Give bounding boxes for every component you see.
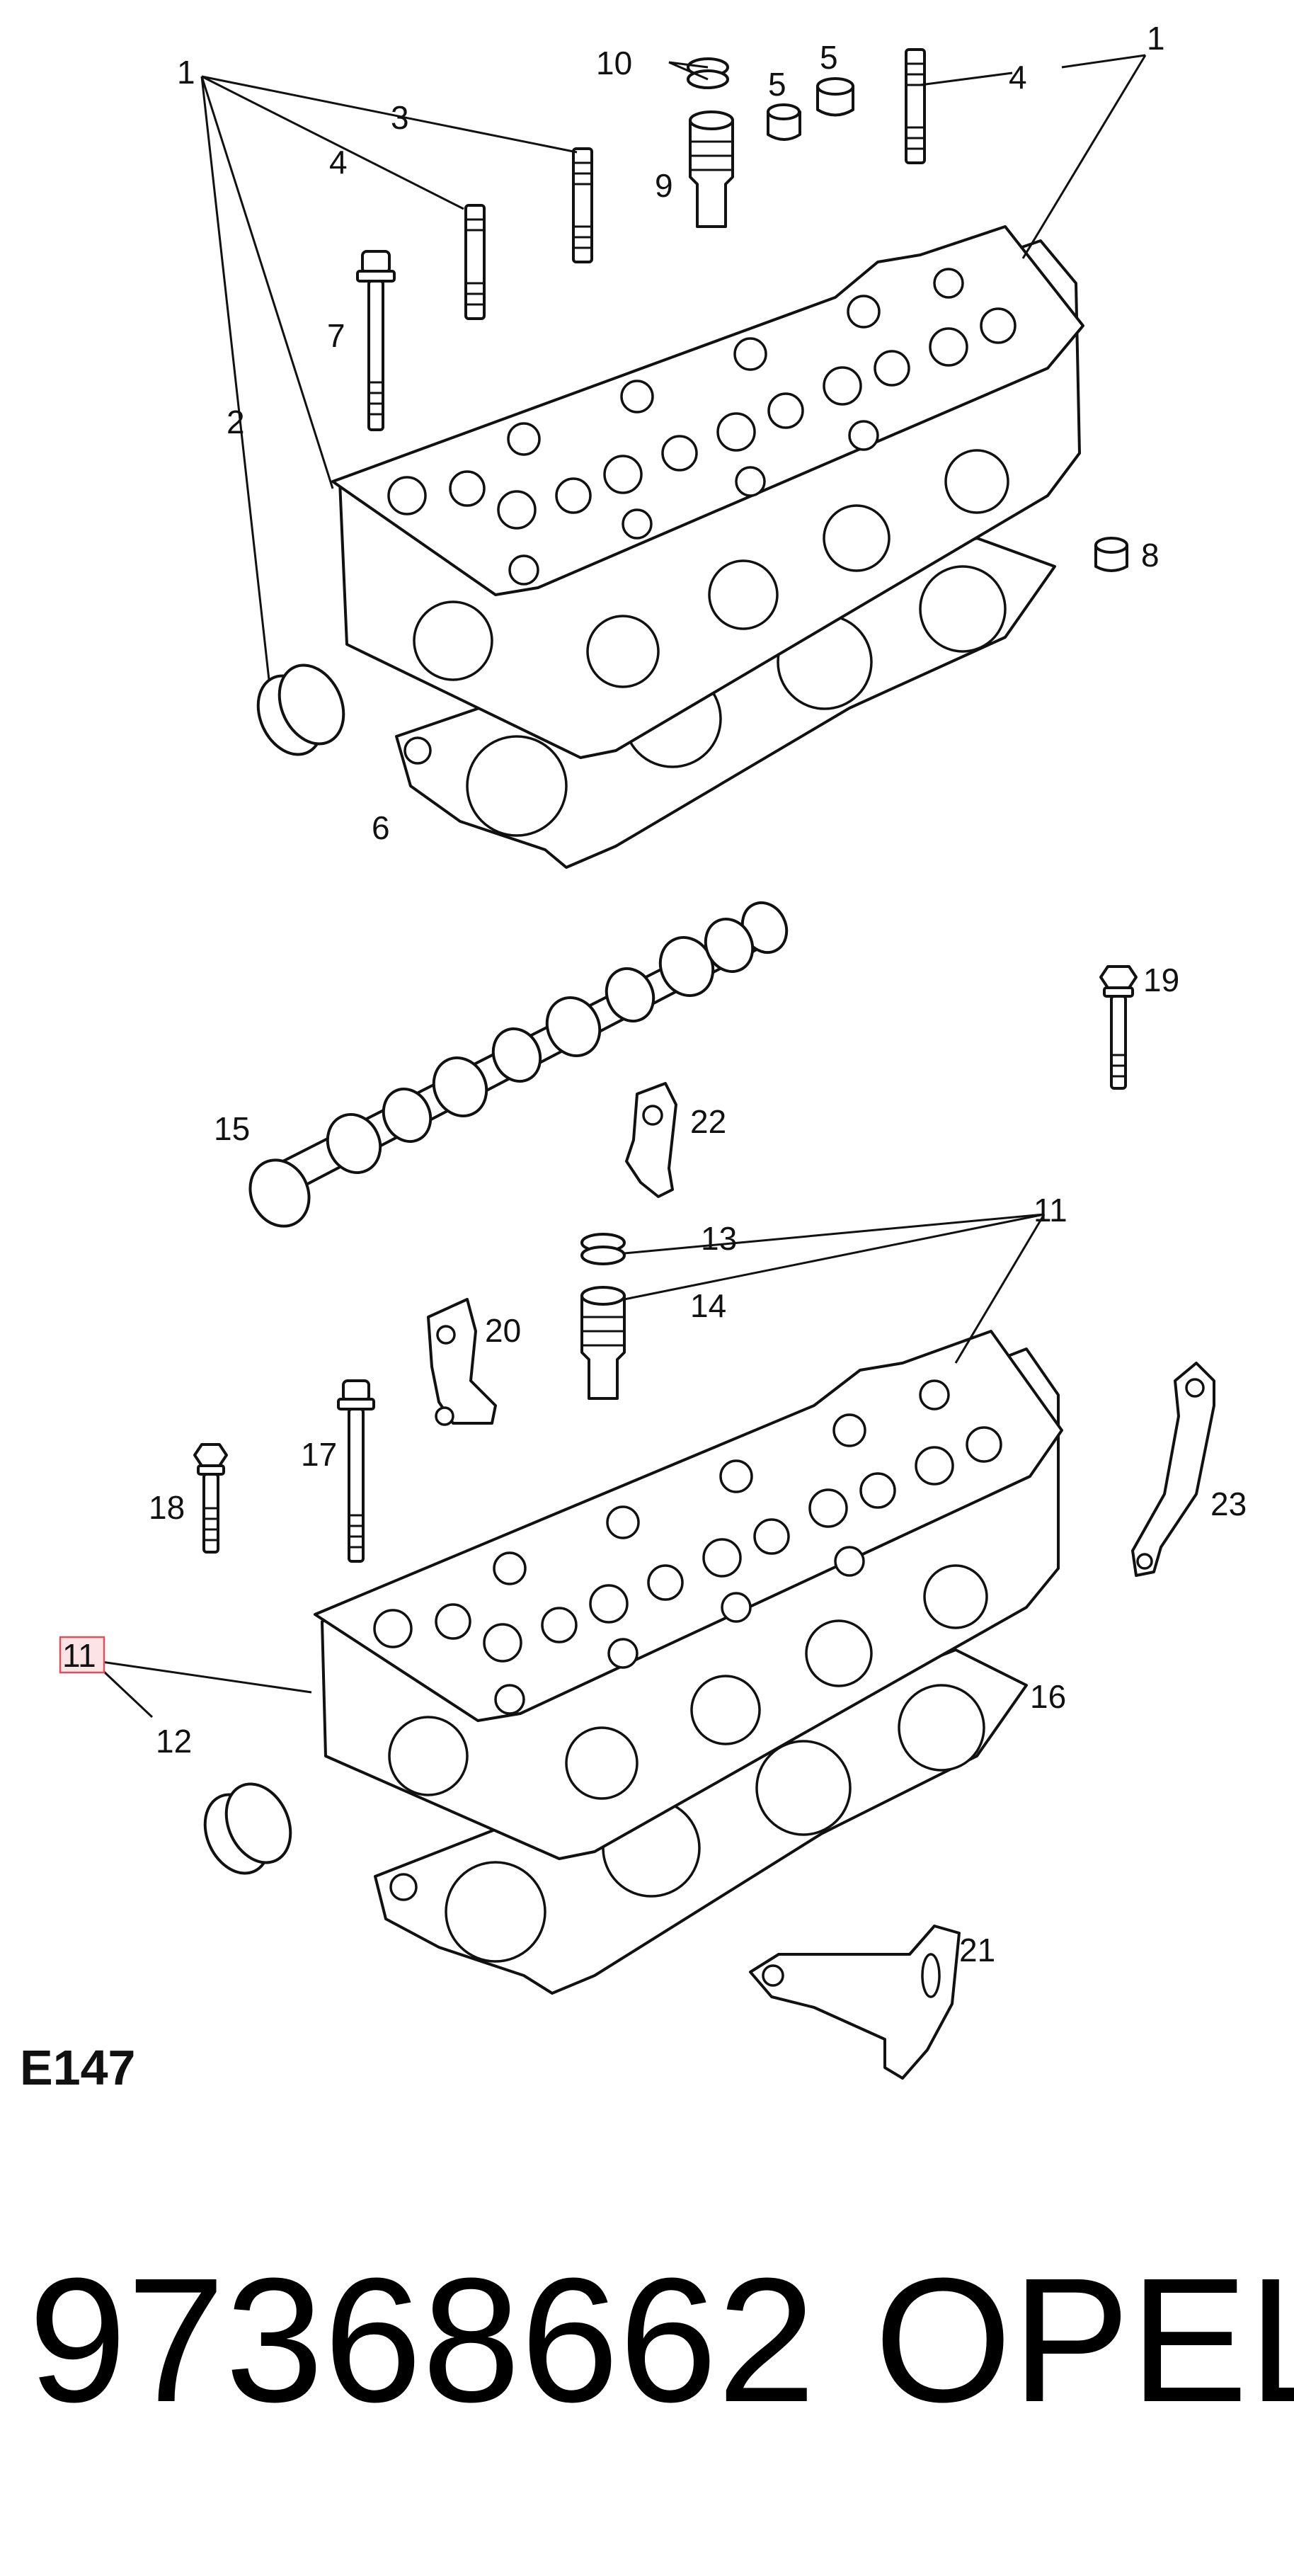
stud-4-left[interactable] [464, 204, 486, 320]
callout-20[interactable]: 20 [485, 1312, 521, 1349]
callout-19[interactable]: 19 [1143, 962, 1179, 998]
callout-15[interactable]: 15 [214, 1110, 250, 1147]
stud-3[interactable] [572, 147, 593, 263]
brand-name: OPEL [874, 2241, 1294, 2439]
callout-labels: 1 1 2 3 4 4 5 5 6 7 8 9 10 11 11 12 13 1… [62, 20, 1247, 1968]
bolt-17[interactable] [337, 1379, 375, 1563]
diagram-code: E147 [20, 2040, 136, 2095]
stud-4-right[interactable] [905, 48, 926, 164]
callout-1-left[interactable]: 1 [177, 54, 195, 91]
callout-17[interactable]: 17 [301, 1436, 337, 1473]
callout-10[interactable]: 10 [596, 45, 632, 81]
bracket-23[interactable] [1131, 1362, 1215, 1577]
callout-7[interactable]: 7 [327, 317, 345, 354]
bolt-18[interactable] [193, 1443, 228, 1554]
bracket-22[interactable] [625, 1082, 677, 1198]
callout-1-right[interactable]: 1 [1147, 20, 1165, 57]
seal-ring-2[interactable] [246, 655, 355, 765]
bracket-21[interactable] [749, 1925, 961, 2080]
dowel-8[interactable] [1094, 537, 1128, 572]
nozzle-sleeve-9[interactable] [689, 110, 734, 228]
callout-2[interactable]: 2 [227, 404, 245, 440]
callout-13[interactable]: 13 [701, 1220, 737, 1257]
callout-5-left[interactable]: 5 [768, 66, 786, 103]
bracket-20[interactable] [427, 1298, 497, 1426]
callout-18[interactable]: 18 [149, 1489, 185, 1526]
callout-3[interactable]: 3 [391, 99, 409, 136]
callout-12[interactable]: 12 [156, 1723, 192, 1760]
cam-bores-upper [387, 268, 1017, 586]
cylinder-head-lower[interactable] [314, 1330, 1063, 1995]
ring-seal-13[interactable] [580, 1233, 626, 1265]
nut-5-left[interactable] [767, 103, 801, 141]
nozzle-sleeve-14[interactable] [580, 1286, 626, 1400]
cam-bores-lower [373, 1379, 1002, 1715]
bolt-7[interactable] [356, 250, 396, 431]
callout-22[interactable]: 22 [690, 1103, 726, 1140]
callout-16[interactable]: 16 [1030, 1678, 1066, 1715]
nut-5-right[interactable] [816, 77, 854, 117]
callout-6[interactable]: 6 [372, 809, 390, 846]
part-number: 97368662 [28, 2241, 816, 2439]
bolt-19[interactable] [1099, 965, 1138, 1090]
callout-11-lower[interactable]: 11 [62, 1637, 96, 1674]
callout-11-upper[interactable]: 11 [1034, 1192, 1067, 1229]
cylinder-head-upper[interactable] [331, 225, 1084, 869]
callout-23[interactable]: 23 [1210, 1486, 1247, 1522]
callout-21[interactable]: 21 [959, 1932, 995, 1968]
callout-5-right[interactable]: 5 [820, 39, 838, 76]
callout-14[interactable]: 14 [690, 1287, 726, 1324]
callout-9[interactable]: 9 [655, 167, 673, 204]
seal-ring-12[interactable] [193, 1774, 302, 1884]
callout-4-left[interactable]: 4 [329, 144, 348, 181]
callout-8[interactable]: 8 [1141, 537, 1160, 574]
callout-11-highlight [59, 1636, 105, 1674]
callout-4-right[interactable]: 4 [1009, 59, 1027, 96]
camshaft-15[interactable] [239, 896, 794, 1236]
